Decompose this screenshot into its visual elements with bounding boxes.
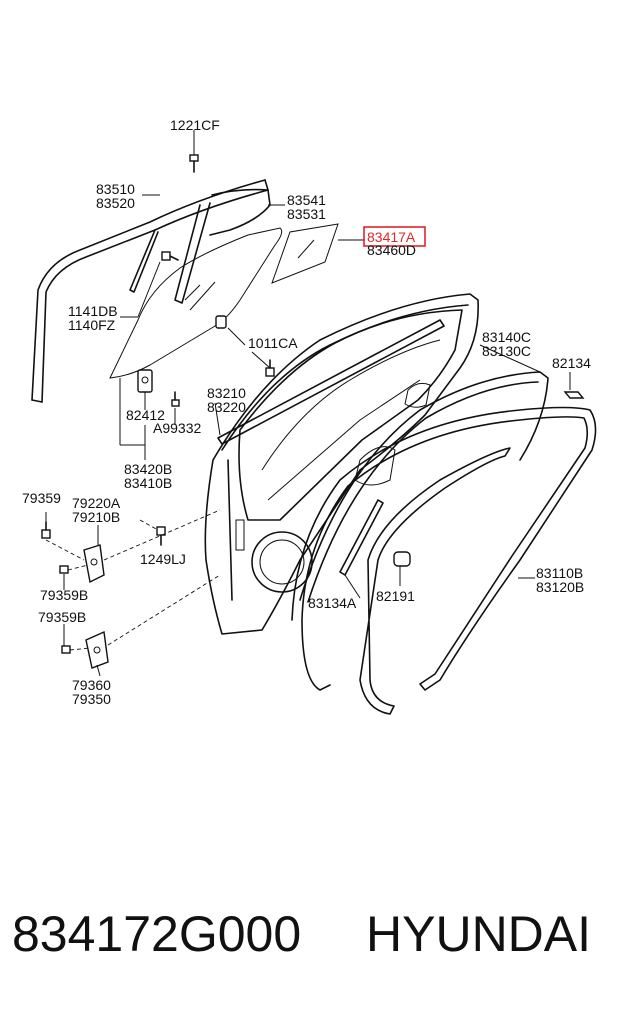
label-83134a: 83134A — [308, 595, 357, 611]
label-79210b: 79210B — [72, 509, 120, 525]
belt-weatherstrip-part — [217, 319, 445, 445]
label-79359: 79359 — [22, 490, 61, 506]
lift-bracket-part — [137, 315, 227, 393]
label-82134: 82134 — [552, 355, 591, 371]
part-labels: 1221CF 83510 83520 83541 83531 83417A 83… — [22, 117, 591, 707]
label-79350: 79350 — [72, 691, 111, 707]
label-79359b-lower: 79359B — [38, 609, 86, 625]
label-1141db: 1141DB — [68, 303, 118, 319]
label-83120b: 83120B — [536, 579, 584, 595]
part-number: 834172G000 — [12, 906, 302, 962]
label-82412: 82412 — [126, 407, 165, 423]
pad-82134-part — [563, 391, 585, 399]
window-sash-part — [31, 179, 271, 403]
quarter-glass-part — [271, 223, 339, 284]
leader-lines — [45, 130, 571, 677]
label-79360: 79360 — [72, 677, 111, 693]
bolt-1221cf-icon — [189, 154, 199, 173]
assembly-lines — [45, 509, 221, 651]
label-82191: 82191 — [376, 588, 415, 604]
plug-82191-part — [393, 551, 411, 567]
part-caption: 834172G000 HYUNDAI — [0, 905, 620, 975]
label-83510: 83510 — [96, 181, 135, 197]
label-a99332: A99332 — [153, 420, 201, 436]
body-weatherstrip-part — [291, 406, 597, 715]
label-83541: 83541 — [287, 192, 326, 208]
label-83460d: 83460D — [367, 242, 416, 258]
door-weatherstrip-part — [299, 371, 549, 603]
bolt-1249lj-icon — [156, 526, 166, 546]
label-1011ca: 1011CA — [248, 335, 298, 351]
label-79220a: 79220A — [72, 495, 121, 511]
label-83420b: 83420B — [124, 461, 172, 477]
highlight-box — [363, 226, 426, 247]
label-83410b: 83410B — [124, 475, 172, 491]
brand-name: HYUNDAI — [366, 906, 592, 962]
door-glass-part — [109, 227, 283, 379]
bolt-1141db-icon — [161, 251, 179, 261]
upper-hinge-part — [41, 521, 105, 584]
label-83417a: 83417A — [367, 229, 416, 245]
label-1221cf: 1221CF — [170, 117, 220, 133]
label-83520: 83520 — [96, 195, 135, 211]
label-83130c: 83130C — [482, 343, 531, 359]
label-83210: 83210 — [207, 385, 246, 401]
door-panel-part — [204, 293, 479, 635]
label-83531: 83531 — [287, 206, 326, 222]
label-1140fz: 1140FZ — [68, 317, 116, 333]
label-83110b: 83110B — [536, 565, 583, 581]
parts-diagram: 1221CF 83510 83520 83541 83531 83417A 83… — [22, 117, 597, 715]
label-83140c: 83140C — [482, 329, 531, 345]
bolt-a99332-icon — [171, 391, 180, 407]
label-1249lj: 1249LJ — [140, 551, 186, 567]
channel-83134a-part — [339, 499, 384, 576]
lower-hinge-part — [61, 630, 109, 669]
label-83220: 83220 — [207, 399, 246, 415]
label-79359b-upper: 79359B — [40, 587, 88, 603]
